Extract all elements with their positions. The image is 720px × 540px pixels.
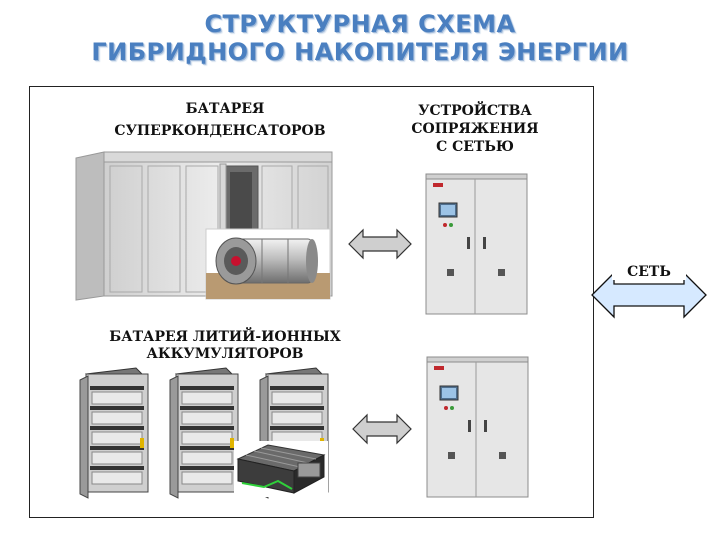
grid-arrow: [591, 271, 707, 319]
grid-label: СЕТЬ: [612, 264, 686, 280]
liion-label-line2: АККУМУЛЯТОРОВ: [146, 346, 304, 362]
liion-cells-image: [234, 441, 328, 497]
supercap-label-line2: СУПЕРКОНДЕНСАТОРОВ: [114, 123, 326, 139]
interface-label-line2: СОПРЯЖЕНИЯ: [411, 121, 539, 137]
liion-label-line1: БАТАРЕЯ ЛИТИЙ-ИОННЫХ: [109, 329, 341, 345]
interface-label-line3: С СЕТЬЮ: [436, 139, 514, 155]
liion-racks-image: [79, 367, 329, 499]
diagram-title-line2: ГИБРИДНОГО НАКОПИТЕЛЯ ЭНЕРГИИ: [91, 38, 629, 66]
bidirectional-arrow-bottom: [352, 413, 412, 445]
interface-label-line1: УСТРОЙСТВА: [418, 103, 532, 119]
supercap-label-line1: БАТАРЕЯ: [185, 101, 265, 117]
grid-interface-cabinet-top: [425, 173, 528, 315]
grid-interface-cabinet-bottom: [426, 356, 529, 498]
diagram-title-line1: СТРУКТУРНАЯ СХЕМА: [204, 10, 516, 38]
supercapacitor-cell-image: [205, 228, 331, 300]
bidirectional-arrow-top: [348, 228, 412, 260]
